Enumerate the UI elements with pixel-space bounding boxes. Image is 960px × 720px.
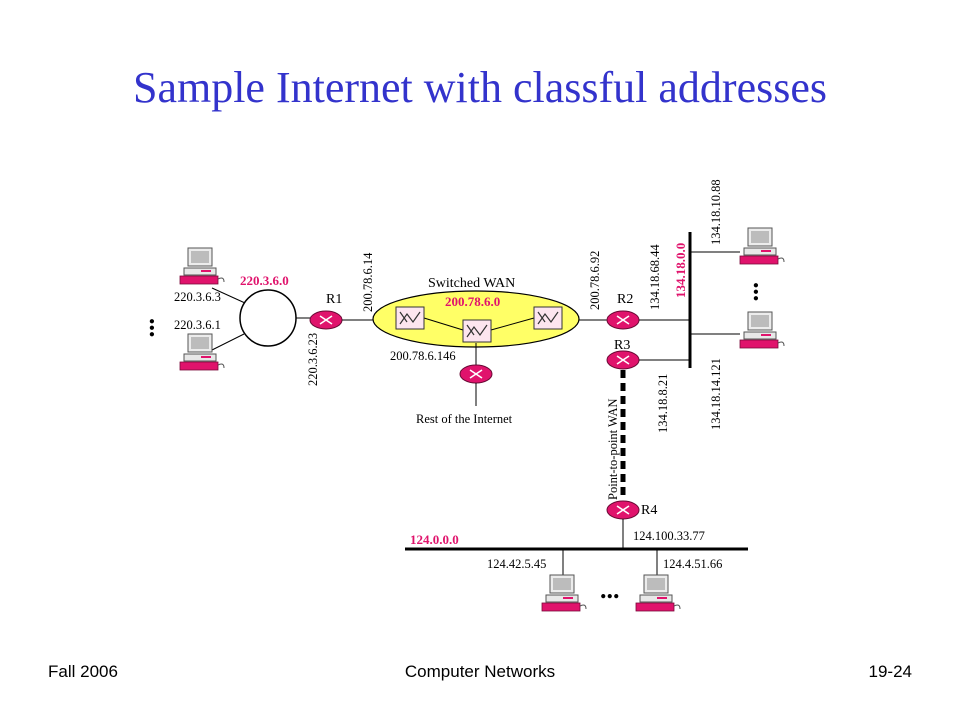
switch-icon [533,306,563,330]
switch-icon [462,319,492,343]
router-r2-icon[interactable] [606,310,640,330]
ellipsis-left: ... [144,318,173,338]
router-r3-icon[interactable] [606,350,640,370]
address-220-3-6-23: 220.3.6.23 [306,333,320,386]
address-134-18-8-21: 134.18.8.21 [656,374,670,433]
address-124-42-5-45: 124.42.5.45 [487,557,546,571]
router-label-r2: R2 [617,292,633,307]
router-label-r1: R1 [326,292,342,307]
switch-icon [395,306,425,330]
slide-title: Sample Internet with classful addresses [132,63,828,112]
address-124-100-33-77: 124.100.33.77 [633,529,705,543]
computer-icon[interactable] [179,247,225,285]
address-134-18-14-121: 134.18.14.121 [709,358,723,430]
router-label-r3: R3 [614,338,630,353]
address-134-18-68-44: 134.18.68.44 [648,244,662,310]
network-label-134: 134.18.0.0 [673,243,688,298]
router-r4-icon[interactable] [606,500,640,520]
footer-course: Computer Networks [404,662,556,681]
point-to-point-wan-label: Point-to-point WAN [606,398,620,500]
computer-icon[interactable] [541,574,587,612]
address-134-18-10-88: 134.18.10.88 [709,179,723,245]
computer-icon[interactable] [179,333,225,371]
address-220-3-6-3: 220.3.6.3 [174,290,221,304]
router-label-r4: R4 [641,503,657,518]
footer-slide-number: 19-24 [868,662,912,681]
switched-wan-label: Switched WAN [428,276,515,291]
address-200-78-6-14: 200.78.6.14 [361,252,375,312]
computer-icon[interactable] [739,311,785,349]
address-200-78-6-146: 200.78.6.146 [390,349,456,363]
rest-of-internet-label: Rest of the Internet [416,412,513,426]
network-label-220: 220.3.6.0 [240,273,289,288]
address-220-3-6-1: 220.3.6.1 [174,318,221,332]
address-200-78-6-92: 200.78.6.92 [588,251,602,310]
network-label-124: 124.0.0.0 [410,532,459,547]
ellipsis-bottom: ... [600,575,620,604]
address-124-4-51-66: 124.4.51.66 [663,557,722,571]
computer-icon[interactable] [635,574,681,612]
router-r1-icon[interactable] [309,310,343,330]
computer-icon[interactable] [739,227,785,265]
ellipsis-right: ... [748,282,777,302]
footer-date: Fall 2006 [48,662,118,681]
lan-220-ring [211,287,310,351]
network-label-200: 200.78.6.0 [445,294,500,309]
gateway-router-icon[interactable] [459,364,493,384]
